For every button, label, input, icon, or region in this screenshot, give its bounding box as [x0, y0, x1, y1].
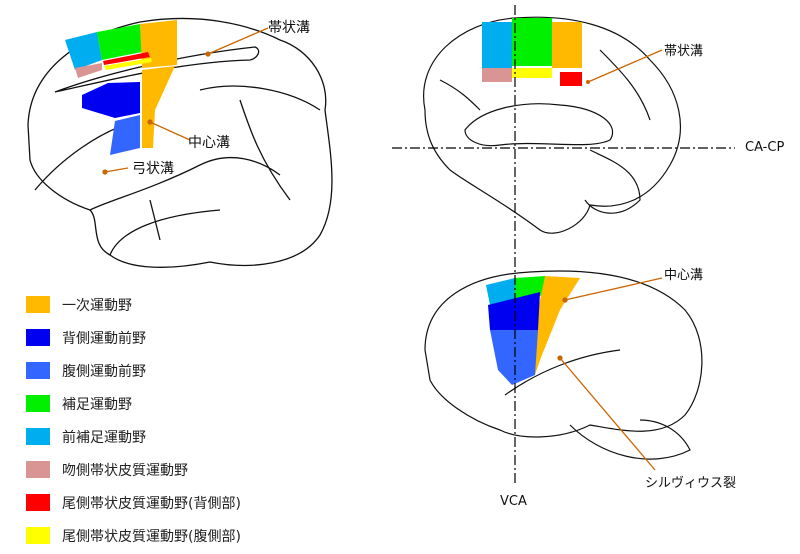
legend-swatch [26, 395, 50, 412]
legend-item: 吻側帯状皮質運動野 [26, 453, 241, 486]
legend-item: 尾側帯状皮質運動野(背側部) [26, 486, 241, 519]
label-vca: VCA [500, 494, 527, 509]
legend-swatch [26, 362, 50, 379]
human-lateral-areas [486, 276, 580, 385]
monkey-m1-lateral [142, 66, 175, 148]
monkey-leaders [102, 27, 269, 175]
legend-swatch [26, 461, 50, 478]
human-medial-leader [586, 49, 663, 84]
human-cma-dorsal [560, 72, 582, 86]
monkey-brain [27, 17, 333, 268]
legend-label: 補足運動野 [62, 396, 132, 413]
human-sma [512, 18, 552, 66]
label-ca-cp: CA-CP [745, 140, 785, 155]
legend-swatch [26, 296, 50, 313]
label-monkey-cingulate-sulcus: 帯状溝 [268, 20, 310, 36]
legend-label: 前補足運動野 [62, 429, 146, 446]
monkey-cma-ventral [104, 58, 152, 70]
label-human-central-sulcus: 中心溝 [664, 268, 704, 283]
legend-swatch [26, 329, 50, 346]
legend: 一次運動野背側運動前野腹側運動前野補足運動野前補足運動野吻側帯状皮質運動野尾側帯… [26, 288, 241, 552]
legend-label: 吻側帯状皮質運動野 [62, 462, 188, 479]
legend-label: 腹側運動前野 [62, 363, 146, 380]
monkey-motor-areas [65, 20, 177, 155]
legend-label: 背側運動前野 [62, 330, 146, 347]
legend-item: 腹側運動前野 [26, 354, 241, 387]
label-monkey-arcuate-sulcus: 弓状溝 [132, 161, 174, 177]
legend-swatch [26, 428, 50, 445]
human-cma-ventral [512, 68, 552, 78]
legend-swatch [26, 527, 50, 544]
label-monkey-central-sulcus: 中心溝 [188, 135, 230, 151]
human-m1-medial [552, 22, 582, 68]
legend-label: 一次運動野 [62, 297, 132, 314]
human-rcma [482, 68, 512, 82]
legend-item: 補足運動野 [26, 387, 241, 420]
human-lateral-pre-sma [486, 278, 515, 305]
monkey-pre-sma [65, 32, 102, 70]
monkey-pmd [82, 82, 140, 118]
human-lateral-brain [424, 270, 703, 460]
human-medial-brain [423, 16, 681, 234]
legend-label: 尾側帯状皮質運動野(背側部) [62, 495, 241, 512]
human-medial-areas [482, 18, 582, 86]
legend-item: 尾側帯状皮質運動野(腹側部) [26, 519, 241, 552]
monkey-cma-dorsal [103, 52, 150, 65]
legend-item: 前補足運動野 [26, 420, 241, 453]
human-pmd [488, 292, 540, 335]
axis-lines [392, 5, 735, 485]
legend-label: 尾側帯状皮質運動野(腹側部) [62, 528, 241, 545]
legend-swatch [26, 494, 50, 511]
label-human-cingulate-sulcus: 帯状溝 [664, 44, 704, 59]
monkey-rcma [75, 63, 102, 78]
legend-item: 一次運動野 [26, 288, 241, 321]
label-sylvian-fissure: シルヴィウス裂 [645, 476, 737, 491]
monkey-sma [97, 24, 142, 60]
monkey-pmv [110, 115, 140, 155]
human-pre-sma [482, 22, 512, 68]
human-lateral-leaders [557, 277, 663, 471]
legend-item: 背側運動前野 [26, 321, 241, 354]
human-pmv [490, 330, 538, 385]
